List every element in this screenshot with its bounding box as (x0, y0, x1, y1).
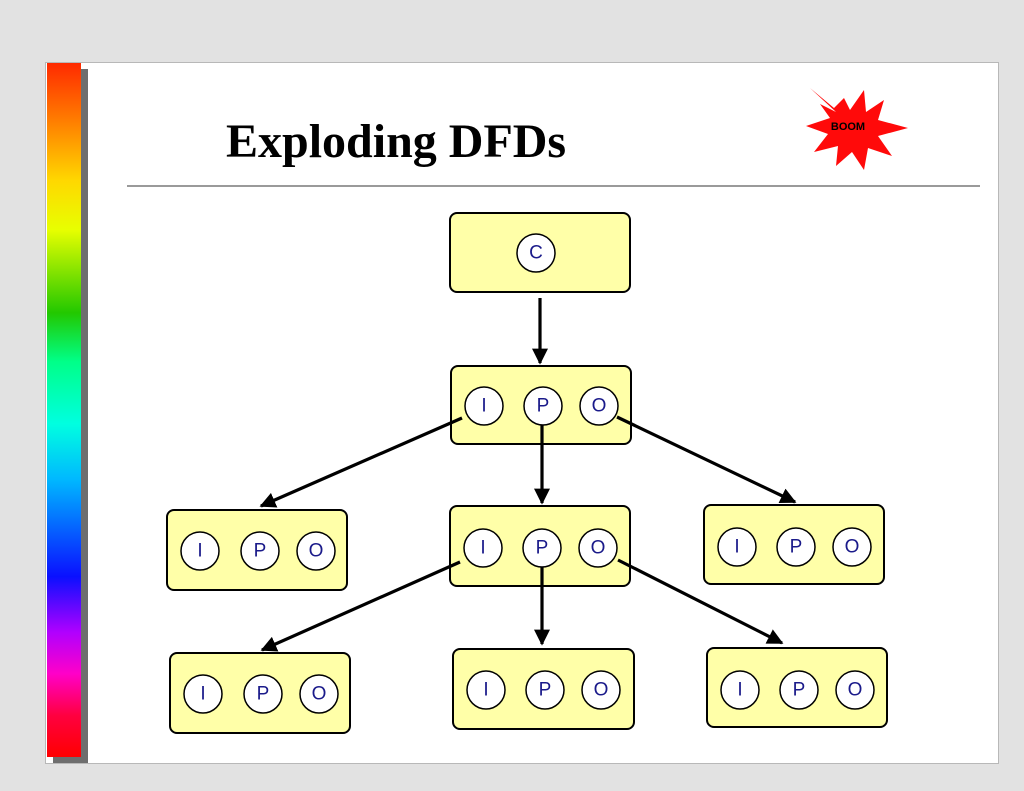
level2-right-output-bubble (832, 527, 872, 567)
rainbow-bar (47, 63, 81, 757)
boom-label: BOOM (830, 121, 866, 133)
level2-left-input-bubble (180, 531, 220, 571)
level1-output-bubble (579, 386, 619, 426)
level3-mid-input-bubble (466, 670, 506, 710)
level2-right-input-label: I (734, 537, 739, 558)
level2-left-output-label: O (309, 541, 324, 562)
level3-left-input-bubble (183, 674, 223, 714)
level3-left-output-bubble (299, 674, 339, 714)
level2-mid-input-bubble (463, 528, 503, 568)
arrow-level1-to-level2-right (616, 415, 797, 504)
level2-left-output-bubble (296, 531, 336, 571)
level2-left-process-bubble (240, 531, 280, 571)
slide-title: Exploding DFDs (226, 115, 567, 168)
level2-mid-output-label: O (591, 538, 606, 559)
title-divider (127, 185, 980, 187)
level2-left-process-label: P (254, 541, 267, 562)
level1-input-bubble (464, 386, 504, 426)
context-process-bubble (516, 233, 556, 273)
level2-right-output-label: O (845, 537, 860, 558)
level2-left-input-label: I (197, 541, 202, 562)
level3-left-input-label: I (200, 684, 205, 705)
level3-right-process-label: P (793, 680, 806, 701)
level1-input-label: I (481, 396, 486, 417)
level3-mid-output-bubble (581, 670, 621, 710)
level1-output-label: O (592, 396, 607, 417)
level3-mid-input-label: I (483, 680, 488, 701)
level3-left-output-label: O (312, 684, 327, 705)
level2-mid-process-bubble (522, 528, 562, 568)
level2-right-input-bubble (717, 527, 757, 567)
level3-left-process-bubble (243, 674, 283, 714)
level2-mid-input-label: I (480, 538, 485, 559)
level3-right-output-label: O (848, 680, 863, 701)
level3-right-input-bubble (720, 670, 760, 710)
level3-mid-process-bubble (525, 670, 565, 710)
level3-right-input-label: I (737, 680, 742, 701)
level1-process-label: P (537, 396, 550, 417)
level3-right-output-bubble (835, 670, 875, 710)
level2-right-process-label: P (790, 537, 803, 558)
arrow-level2-to-level3-left (260, 560, 461, 652)
level3-left-process-label: P (257, 684, 270, 705)
level2-mid-process-label: P (536, 538, 549, 559)
level3-mid-process-label: P (539, 680, 552, 701)
boom-burst-icon (806, 88, 908, 170)
level2-mid-output-bubble (578, 528, 618, 568)
level3-right-process-bubble (779, 670, 819, 710)
level2-right-process-bubble (776, 527, 816, 567)
level3-mid-output-label: O (594, 680, 609, 701)
context-process-label: C (529, 243, 543, 264)
rainbow-bar-shadow (81, 69, 88, 763)
arrow-level1-to-level2-left (259, 416, 463, 508)
rainbow-bar-shadow-bottom (53, 757, 88, 763)
arrow-level2-to-level3-right (617, 558, 784, 645)
level1-process-bubble (523, 386, 563, 426)
